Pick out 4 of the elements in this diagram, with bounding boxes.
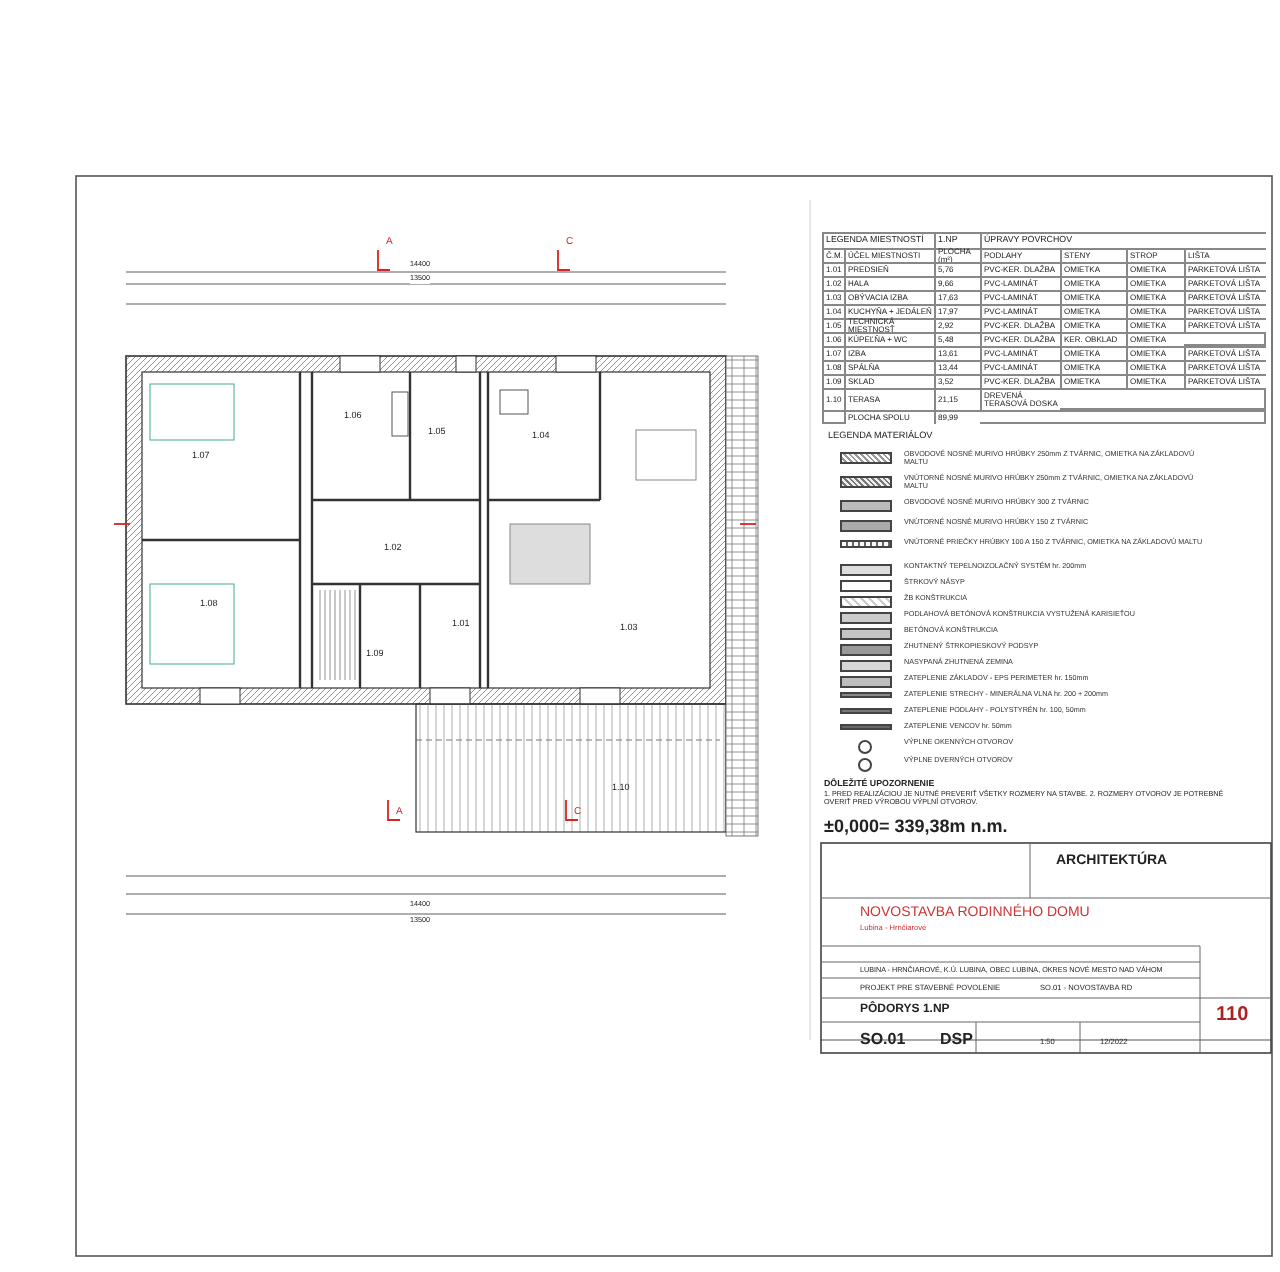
object-code: SO.01 <box>860 1032 906 1049</box>
elevation-reference: ±0,000= 339,38m n.m. <box>824 818 1008 837</box>
stage-code: DSP <box>940 1032 973 1049</box>
drawing-number: 110 <box>1216 1006 1249 1027</box>
